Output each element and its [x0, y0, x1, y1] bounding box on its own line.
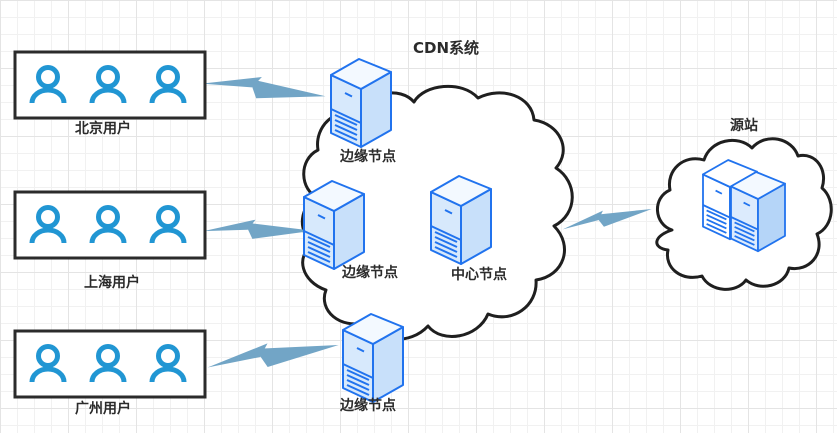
server-icon — [303, 180, 365, 270]
server-icon — [342, 313, 404, 403]
edge-node-label: 边缘节点 — [339, 148, 396, 165]
edge-node-label: 边缘节点 — [341, 264, 398, 281]
server-icon — [430, 175, 492, 265]
edge-node-2: 边缘节点 — [303, 180, 398, 281]
center-node-label: 中心节点 — [451, 266, 507, 283]
lightning-bolt-beijing-edge — [200, 66, 327, 111]
lightning-bolt-shanghai-edge — [203, 216, 314, 244]
user-group-label: 上海用户 — [84, 274, 140, 291]
lightning-bolt-cdn-origin — [560, 203, 654, 234]
user-group-shanghai: 上海用户 — [13, 190, 207, 291]
origin-label: 源站 — [730, 117, 758, 134]
cdn-system-label: CDN系统 — [413, 39, 479, 57]
edge-node-1: 边缘节点 — [330, 58, 396, 165]
server-icon — [330, 58, 392, 148]
edge-node-label: 边缘节点 — [339, 397, 396, 414]
center-node: 中心节点 — [430, 175, 507, 283]
edge-node-3: 边缘节点 — [339, 313, 404, 414]
origin-server-icon-front — [730, 171, 786, 253]
user-group-guangzhou: 广州用户 — [13, 329, 207, 417]
lightning-bolt-guangzhou-edge — [205, 336, 341, 373]
user-group-label: 广州用户 — [75, 400, 131, 417]
user-group-beijing: 北京用户 — [13, 50, 207, 137]
user-group-label: 北京用户 — [75, 120, 131, 137]
origin-site: 源站 — [702, 117, 786, 253]
